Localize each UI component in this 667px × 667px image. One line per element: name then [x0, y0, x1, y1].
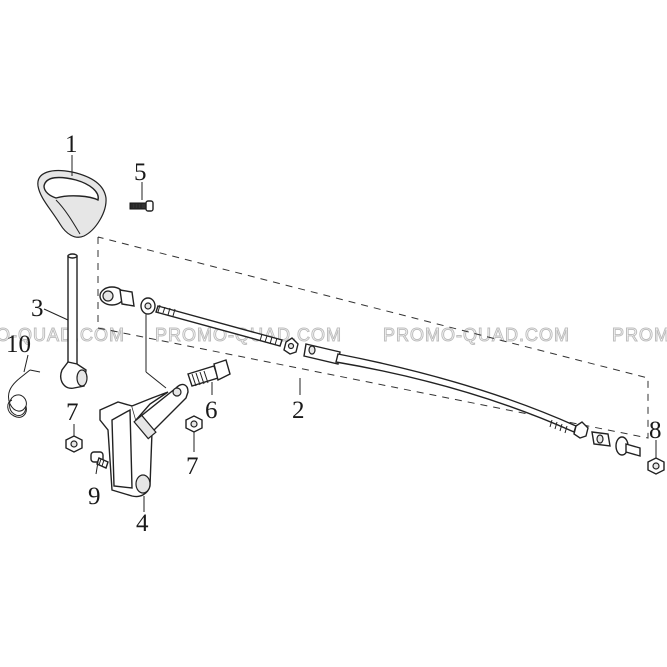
callout-8: 8	[649, 417, 662, 444]
callout-4: 4	[136, 510, 149, 537]
linkage-rod-assembly-part-2	[99, 286, 641, 457]
bolt-part-6	[187, 359, 231, 387]
knob-part-1	[37, 169, 107, 238]
assembly-dashed-outline	[97, 236, 649, 439]
callout-7-left: 7	[66, 399, 79, 426]
leader-lines	[23, 155, 657, 512]
callout-5: 5	[134, 159, 147, 186]
callout-9: 9	[88, 483, 101, 510]
watermark-left: O-QUAD.COM	[0, 325, 125, 345]
callout-2: 2	[292, 397, 305, 424]
bolt-part-5	[129, 200, 154, 212]
nut-part-7a	[65, 435, 83, 453]
callout-6: 6	[205, 397, 218, 424]
nut-part-7b	[185, 415, 203, 433]
watermark-right: PROM	[612, 325, 667, 345]
watermark-center-right: PROMO-QUAD.COM	[383, 325, 570, 345]
spring-part-10	[7, 369, 41, 418]
callout-10: 10	[6, 331, 31, 358]
callout-3: 3	[31, 295, 44, 322]
bracket-part-4	[99, 383, 189, 498]
callout-7-right: 7	[186, 453, 199, 480]
stud-part-9	[90, 451, 109, 469]
shift-rod-part-3	[60, 253, 88, 389]
callout-labels: 1 2 3 4 5 6 7 7 8 9 10	[6, 131, 662, 537]
callout-1: 1	[65, 131, 78, 158]
nut-part-8	[647, 457, 665, 475]
